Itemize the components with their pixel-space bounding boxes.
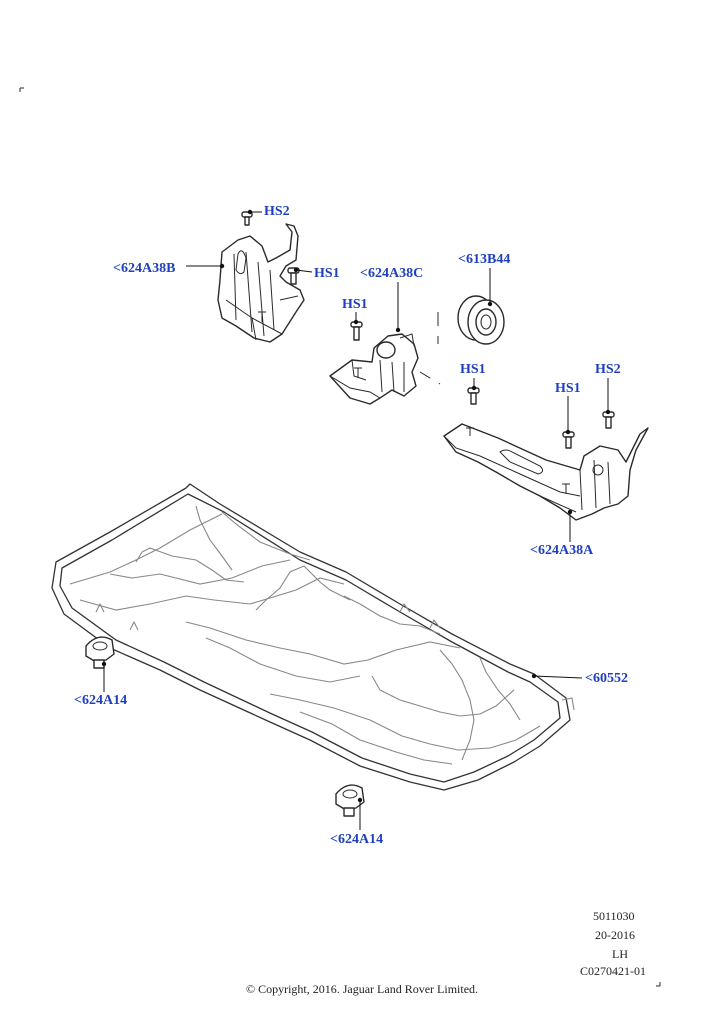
meta-illustration-id: C0270421-01 bbox=[580, 964, 646, 978]
cargo-net-60552 bbox=[51, 483, 575, 791]
clip-624A14-bottom bbox=[335, 784, 365, 817]
callout-624A14-left[interactable]: <624A14 bbox=[74, 693, 128, 708]
meta-code: 5011030 bbox=[593, 909, 635, 923]
callout-624A38C[interactable]: <624A38C bbox=[360, 266, 424, 281]
callout-hs1-bracket-a-right[interactable]: HS1 bbox=[555, 381, 581, 396]
alignment-line-2 bbox=[419, 371, 441, 385]
callout-624A14-bottom[interactable]: <624A14 bbox=[330, 832, 384, 847]
callout-hs1-bracket-b[interactable]: HS1 bbox=[314, 266, 340, 281]
meta-side: LH bbox=[612, 947, 628, 961]
corner-mark-bottom-right bbox=[656, 982, 661, 987]
copyright-notice: © Copyright, 2016. Jaguar Land Rover Lim… bbox=[245, 982, 479, 996]
grommet-613B44 bbox=[457, 295, 505, 345]
corner-mark-top-left bbox=[19, 87, 24, 92]
callout-60552[interactable]: <60552 bbox=[585, 671, 628, 686]
screw-hs1-bracket-a-right bbox=[562, 431, 575, 449]
meta-date: 20-2016 bbox=[595, 928, 635, 942]
leader-lines bbox=[101, 209, 611, 830]
callout-624A38A[interactable]: <624A38A bbox=[530, 543, 594, 558]
bracket-624A38C bbox=[329, 333, 419, 405]
screw-hs1-bracket-a-left bbox=[467, 387, 480, 405]
callout-hs2-bracket-a[interactable]: HS2 bbox=[595, 362, 621, 377]
screw-hs2-bracket-a bbox=[602, 411, 615, 429]
bracket-624A38A bbox=[443, 423, 649, 521]
screw-hs1-bracket-c bbox=[350, 321, 363, 341]
callout-613B44[interactable]: <613B44 bbox=[458, 252, 511, 267]
callout-hs1-bracket-c[interactable]: HS1 bbox=[342, 297, 368, 312]
clip-624A14-left bbox=[85, 636, 115, 669]
bracket-624A38B bbox=[217, 223, 305, 343]
callout-hs1-bracket-a-left[interactable]: HS1 bbox=[460, 362, 486, 377]
callout-hs2-top[interactable]: HS2 bbox=[264, 204, 290, 219]
callout-624A38B[interactable]: <624A38B bbox=[113, 261, 176, 276]
